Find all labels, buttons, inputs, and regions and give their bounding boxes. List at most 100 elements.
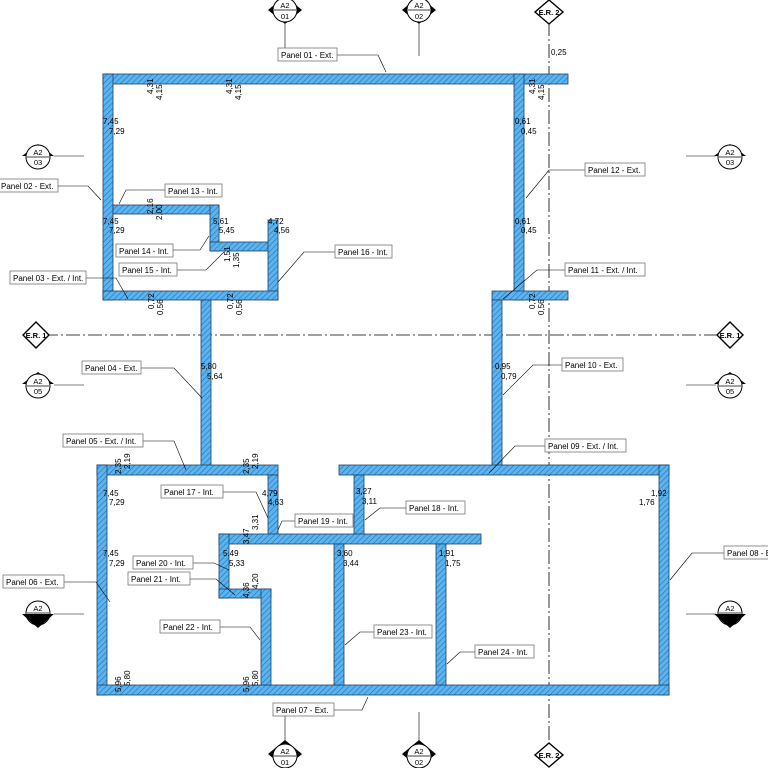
dim-text: 2,19 [251,453,260,469]
panel-label-text: Panel 23 - Int. [377,628,427,637]
dim-text: 1,92 [651,489,667,498]
dim-text: 2,35 [242,458,251,474]
section-marker-right-04[interactable]: A2 04 [714,600,746,628]
panel-label-10[interactable]: Panel 10 - Ext. [561,357,624,372]
wall-panel-01 [102,73,569,85]
panel-label-text: Panel 15 - Int. [122,266,172,275]
panel-label-text: Panel 14 - Int. [119,247,169,256]
dim-text: 4,63 [268,498,284,507]
panel-label-text: Panel 21 - Int. [131,575,181,584]
dim-text: 4,36 [242,582,251,598]
panel-label-text: Panel 06 - Ext. [6,578,58,587]
marker-num: 03 [726,158,734,167]
panel-label-21[interactable]: Panel 21 - Int. [127,571,191,586]
panel-label-text: Panel 07 - Ext. [276,706,328,715]
panel-label-text: Panel 01 - Ext. [281,51,333,60]
panel-label-15[interactable]: Panel 15 - Int. [118,262,178,277]
dim-text: 1,76 [639,498,655,507]
marker-num: 01 [281,12,289,21]
panel-label-04[interactable]: Panel 04 - Ext. [81,360,142,375]
axis-label: E.R. 1 [26,331,47,340]
panel-label-16[interactable]: Panel 16 - Int. [334,244,393,259]
panel-label-23[interactable]: Panel 23 - Int. [373,624,433,639]
marker-num: 02 [415,758,423,767]
panel-label-text: Panel 11 - Ext. / Int. [568,266,638,275]
dim-text: 7,45 [103,117,119,126]
dim-text: 3,11 [362,497,378,506]
marker-num: 04 [34,614,42,623]
axis-marker-er1-left[interactable]: E.R. 1 [22,321,50,349]
panel-label-17[interactable]: Panel 17 - Int. [160,484,224,499]
section-marker-top-01[interactable]: A2 01 [268,0,302,24]
panel-label-05[interactable]: Panel 05 - Ext. / Int. [62,433,144,448]
wall-panel-02 [102,73,114,301]
section-marker-bot-02[interactable]: A2 02 [402,740,436,768]
panel-label-18[interactable]: Panel 18 - Int. [405,500,466,515]
dim-text: 7,29 [109,559,125,568]
dim-text: 4,15 [155,84,164,100]
wall-panel-22 [260,588,272,686]
walls [96,73,670,696]
dim-text: 1,91 [439,549,455,558]
panel-label-13[interactable]: Panel 13 - Int. [164,183,223,198]
dim-text: 3,47 [242,528,251,544]
wall-panel-12 [513,73,525,301]
panel-label-text: Panel 12 - Ext. [588,166,640,175]
leaders [58,54,724,711]
panel-label-19[interactable]: Panel 19 - Int. [294,513,354,528]
marker-sheet: A2 [414,1,423,10]
dim-text: 3,44 [343,559,359,568]
marker-num: 03 [34,158,42,167]
wall-panel-06 [96,464,108,696]
dim-text: 7,29 [109,498,125,507]
panel-label-text: Panel 16 - Int. [338,248,388,257]
panel-label-06[interactable]: Panel 06 - Ext. [2,574,65,589]
wall-panel-13 [112,204,220,215]
section-marker-right-03[interactable]: A2 03 [714,144,746,170]
dim-text: 5,80 [251,670,260,686]
section-marker-bot-01[interactable]: A2 01 [268,740,302,768]
section-marker-left-03[interactable]: A2 03 [22,144,54,170]
panel-label-text: Panel 05 - Ext. / Int. [66,437,136,446]
panel-label-text: Panel 17 - Int. [164,488,214,497]
dim-text: 5,49 [223,549,239,558]
section-marker-right-05[interactable]: A2 05 [714,372,746,399]
dimension-texts: 0,25 7,45 7,29 0,61 0,45 7,45 7,29 5,61 … [103,48,667,568]
panel-label-12[interactable]: Panel 12 - Ext. [584,162,646,177]
marker-sheet: A2 [33,377,42,386]
dimension-texts-vertical: 4,31 4,15 4,31 4,15 4,31 4,15 2,16 2,00 … [114,78,546,692]
section-marker-left-04[interactable]: A2 04 [22,600,54,628]
panel-label-07[interactable]: Panel 07 - Ext. [272,702,335,717]
dim-text: 3,31 [251,514,260,530]
wall-panel-19 [218,533,482,545]
dim-text: 0,56 [156,299,165,315]
marker-sheet: A2 [33,604,42,613]
panel-label-01[interactable]: Panel 01 - Ext. [277,47,338,62]
dim-text: 0,25 [551,48,567,57]
dim-text: 0,95 [495,362,511,371]
wall-panel-10 [491,299,503,467]
panel-label-02[interactable]: Panel 02 - Ext. [0,178,59,193]
panel-label-text: Panel 22 - Int. [163,623,213,632]
dim-text: 1,51 [223,246,232,262]
dim-text: 0,56 [537,299,546,315]
section-marker-top-02[interactable]: A2 02 [402,0,436,24]
dim-text: 0,61 [515,117,531,126]
panel-label-22[interactable]: Panel 22 - Int. [159,619,221,634]
panel-label-03[interactable]: Panel 03 - Ext. / Int. [9,270,87,285]
axis-marker-er2-top[interactable]: E.R. 2 [533,0,565,25]
axis-marker-er2-bottom[interactable]: E.R. 2 [533,742,565,768]
panel-label-11[interactable]: Panel 11 - Ext. / Int. [564,262,646,277]
dim-text: 5,61 [213,217,229,226]
panel-label-20[interactable]: Panel 20 - Int. [132,555,194,570]
dim-text: 7,45 [103,217,119,226]
wall-panel-03 [102,290,279,301]
axis-marker-er1-right[interactable]: E.R. 1 [716,321,744,349]
panel-label-14[interactable]: Panel 14 - Int. [115,243,174,258]
panel-label-24[interactable]: Panel 24 - Int. [474,644,535,659]
section-marker-left-05[interactable]: A2 05 [22,372,54,399]
panel-label-08[interactable]: Panel 08 - E [723,545,768,560]
marker-sheet: A2 [725,377,734,386]
dim-text: 2,00 [155,204,164,220]
panel-label-09[interactable]: Panel 09 - Ext. / Int. [544,438,627,453]
